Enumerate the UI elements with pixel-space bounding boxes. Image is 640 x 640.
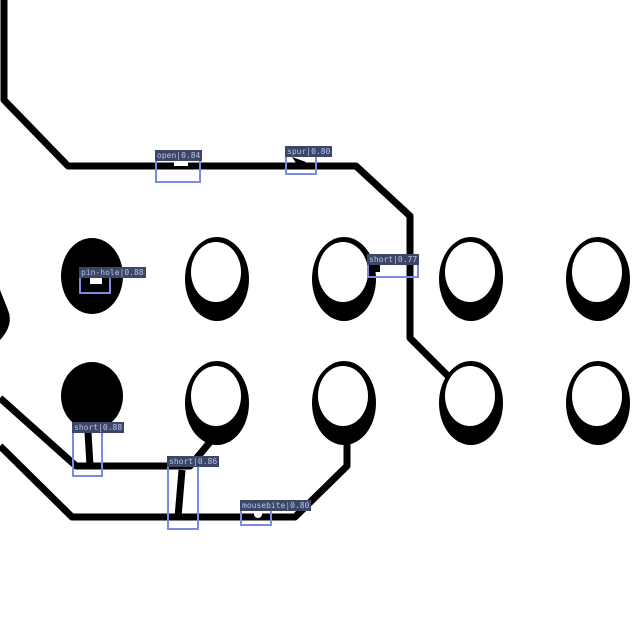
detection-label-short-2: short|0.88 xyxy=(72,422,125,433)
ring-pad-row-1 xyxy=(185,237,630,321)
detection-label-spur: spur|0.80 xyxy=(285,146,333,157)
detection-box-spur: spur|0.80 xyxy=(285,146,333,175)
detection-label-short-1: short|0.77 xyxy=(367,254,420,265)
open-defect xyxy=(174,160,188,166)
detection-box-mousebite: mousebite|0.80 xyxy=(240,500,312,526)
spur-defect xyxy=(292,157,306,166)
detection-box-short-1: short|0.77 xyxy=(367,254,420,278)
detection-box-short-3: short|0.86 xyxy=(167,456,220,530)
detection-box-open: open|0.84 xyxy=(155,150,203,183)
ring-pad-row-2 xyxy=(185,361,630,445)
detection-box-short-2: short|0.88 xyxy=(72,422,125,477)
trace-top xyxy=(0,0,451,379)
pin-hole-defect xyxy=(90,278,102,284)
short-defect-2 xyxy=(84,431,94,467)
solid-pad-2 xyxy=(61,362,123,430)
mousebite-defect xyxy=(254,510,262,518)
trace-middle xyxy=(0,395,218,470)
detection-label-pin-hole: pin-hole|0.88 xyxy=(79,267,146,278)
detection-label-short-3: short|0.86 xyxy=(167,456,220,467)
detection-label-mousebite: mousebite|0.80 xyxy=(240,500,312,511)
short-defect-3 xyxy=(174,469,186,518)
edge-pad xyxy=(0,290,10,340)
trace-bottom xyxy=(0,432,351,521)
short-defect-1 xyxy=(370,258,380,272)
detection-box-pin-hole: pin-hole|0.88 xyxy=(79,267,146,294)
detection-label-open: open|0.84 xyxy=(155,150,203,161)
